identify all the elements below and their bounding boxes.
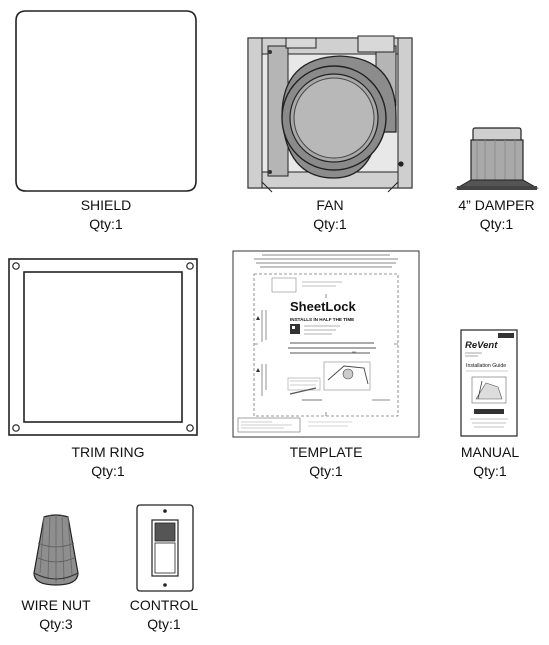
manual-caption: MANUAL Qty:1 — [440, 443, 540, 481]
wire-nut-caption: WIRE NUT Qty:3 — [8, 596, 104, 634]
control-illustration — [136, 504, 194, 592]
damper-caption: 4” DAMPER Qty:1 — [444, 196, 549, 234]
template-tagline: INSTALLS IN HALF THE TIME — [290, 317, 354, 322]
control-name: CONTROL — [129, 597, 199, 613]
damper-name: 4” DAMPER — [458, 197, 535, 213]
fan-name: FAN — [316, 197, 344, 213]
control-qty: Qty:1 — [147, 616, 181, 632]
trim-ring-illustration — [8, 258, 198, 436]
wire-nut-illustration — [33, 514, 79, 586]
wire-nut-name: WIRE NUT — [21, 597, 91, 613]
fan-illustration — [247, 35, 413, 193]
manual-qty: Qty:1 — [473, 463, 507, 479]
trim-ring-name: TRIM RING — [71, 444, 145, 460]
wire-nut-qty: Qty:3 — [39, 616, 73, 632]
manual-brand: ReVent — [465, 340, 498, 351]
shield-name: SHIELD — [80, 197, 132, 213]
damper-qty: Qty:1 — [479, 216, 514, 232]
shield-caption: SHIELD Qty:1 — [56, 196, 156, 234]
shield-qty: Qty:1 — [89, 216, 123, 232]
damper-illustration — [455, 127, 539, 190]
template-illustration: SheetLock INSTALLS IN HALF THE TIME — [232, 250, 420, 438]
shield-illustration — [15, 10, 197, 192]
trim-ring-caption: TRIM RING Qty:1 — [48, 443, 168, 481]
manual-illustration: ReVent Installation Guide — [460, 329, 518, 437]
fan-qty: Qty:1 — [313, 216, 347, 232]
manual-name: MANUAL — [460, 444, 520, 460]
fan-caption: FAN Qty:1 — [280, 196, 380, 234]
control-caption: CONTROL Qty:1 — [114, 596, 214, 634]
template-brand: SheetLock — [290, 299, 357, 314]
trim-ring-qty: Qty:1 — [91, 463, 125, 479]
manual-title: Installation Guide — [466, 363, 506, 369]
template-qty: Qty:1 — [309, 463, 343, 479]
template-caption: TEMPLATE Qty:1 — [276, 443, 376, 481]
template-name: TEMPLATE — [289, 444, 363, 460]
